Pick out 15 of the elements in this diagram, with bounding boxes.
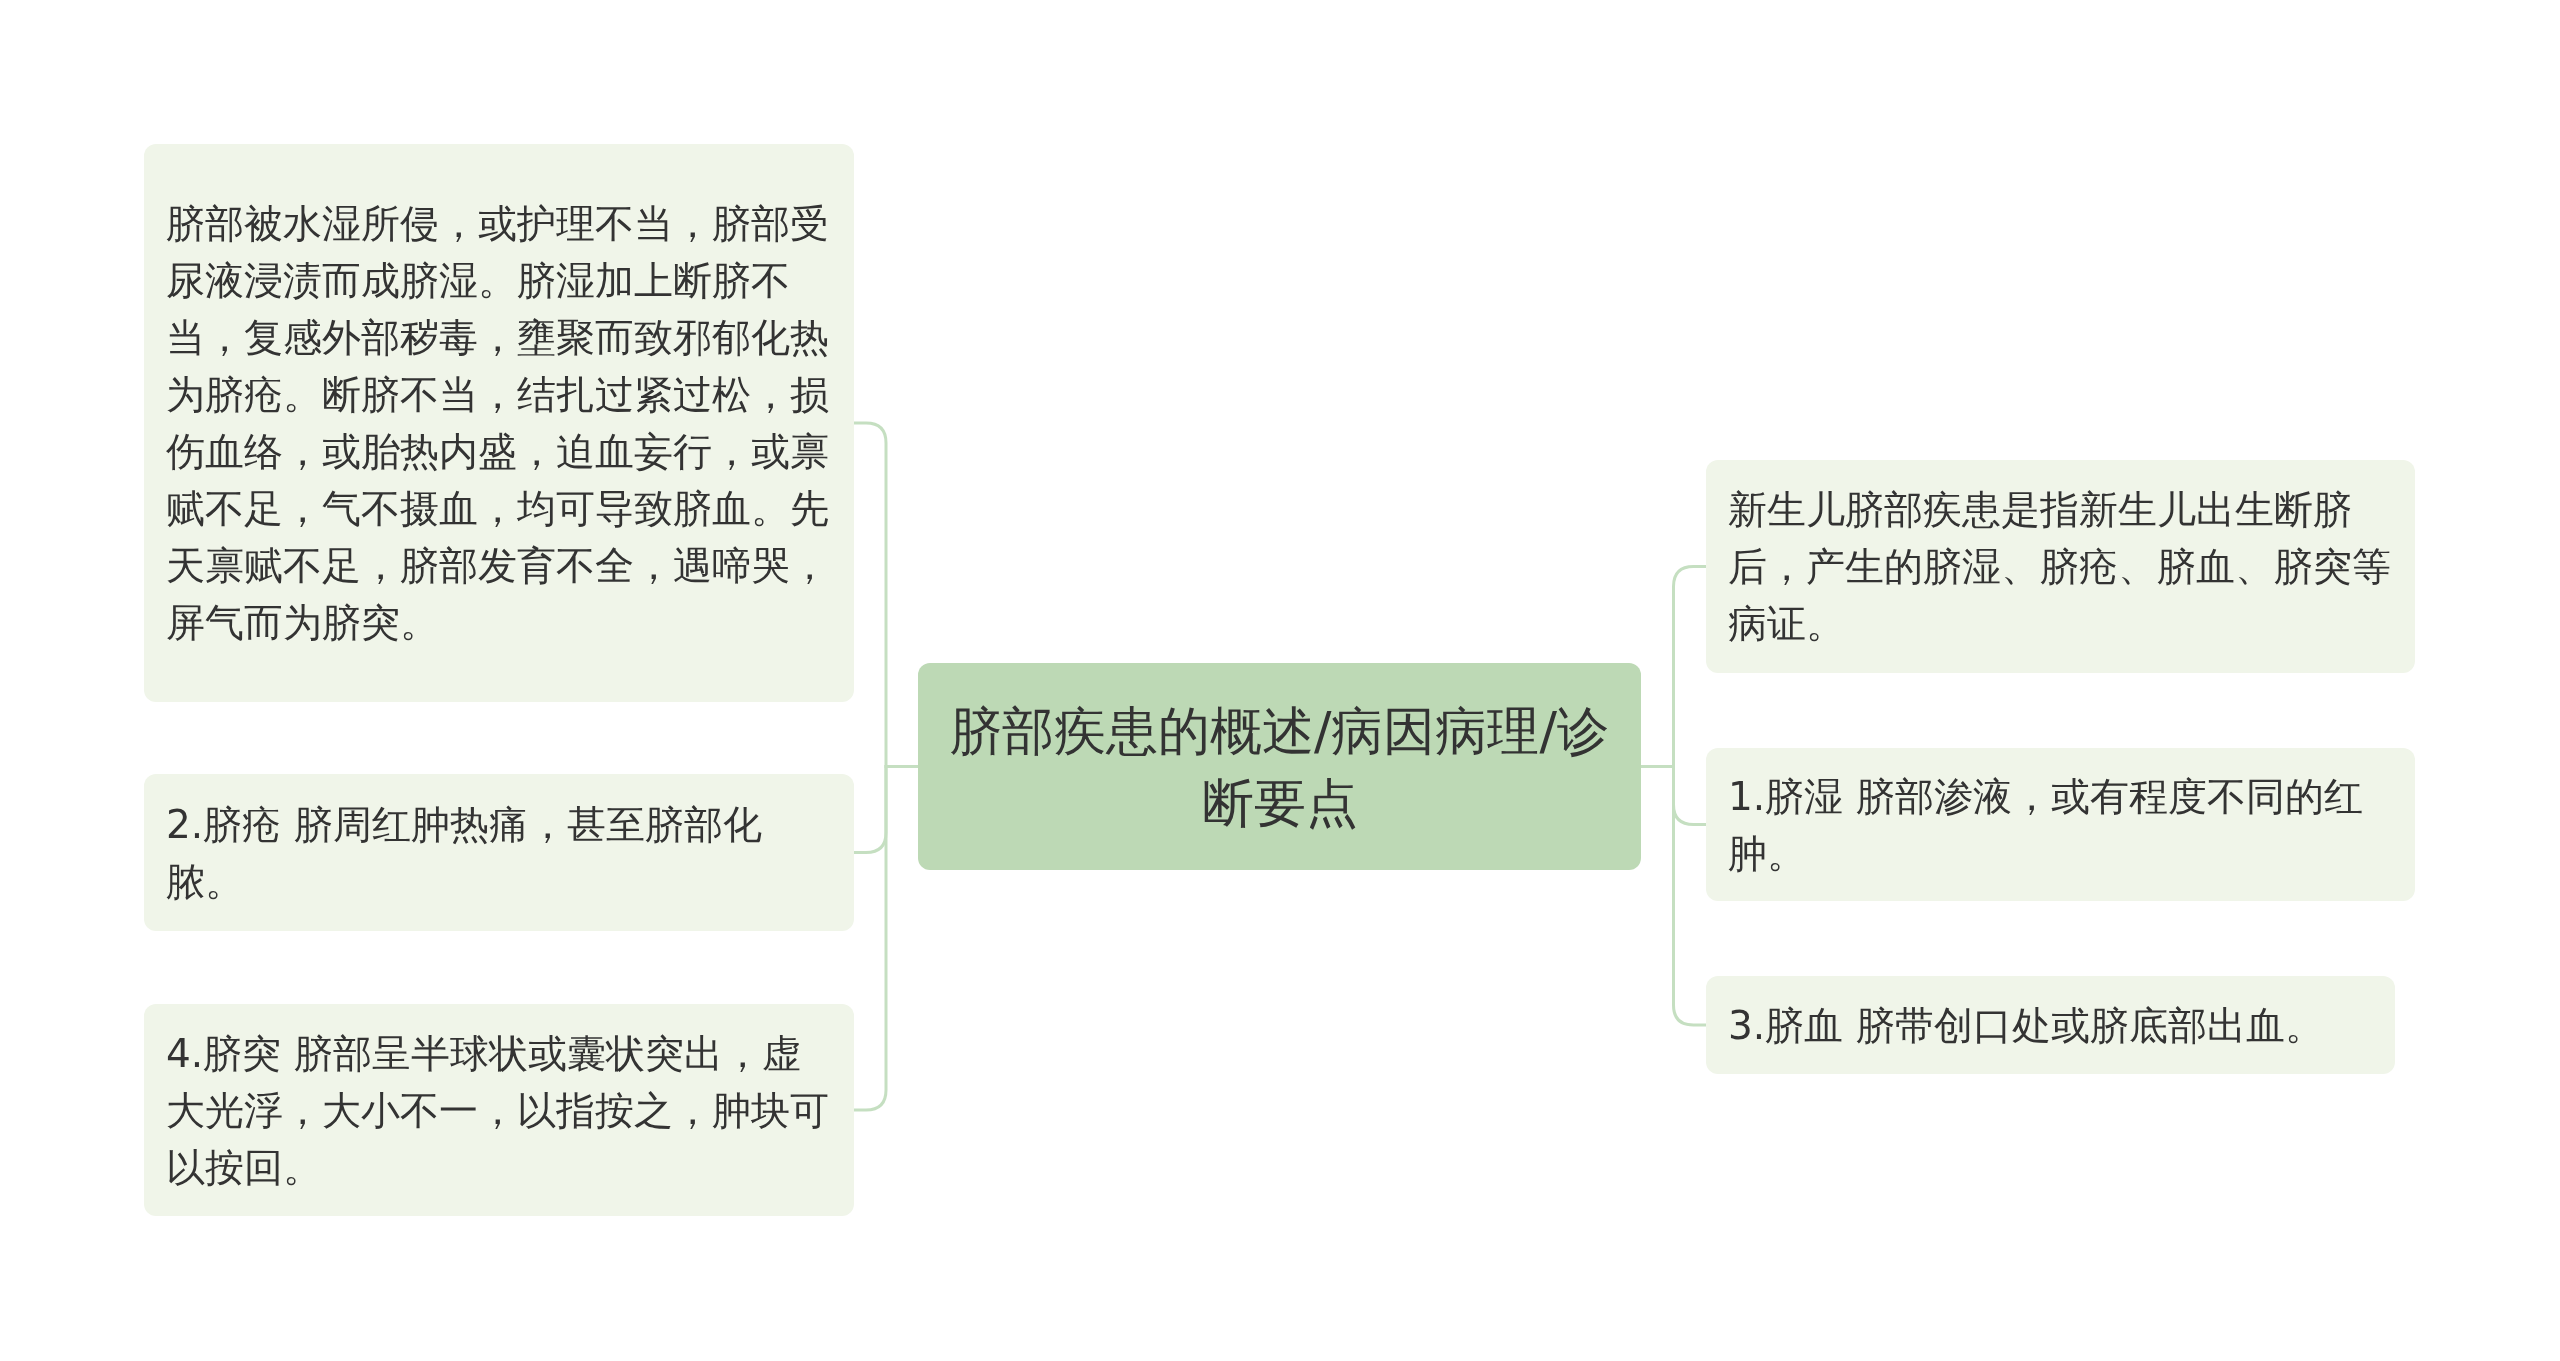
topic-box xyxy=(144,774,854,931)
topic-text: 脐部疾患的概述/病因病理/诊断要点 xyxy=(948,699,1610,835)
topic-box xyxy=(144,1004,854,1216)
topic-box xyxy=(144,144,854,702)
topic-box xyxy=(1706,748,2415,901)
topic-text: 1.脐湿 脐部渗液，或有程度不同的红肿。 xyxy=(1728,772,2364,878)
topic-box xyxy=(1706,976,2395,1074)
topic-text: 3.脐血 脐带创口处或脐底部出血。 xyxy=(1728,1001,2325,1050)
central-topic-box xyxy=(918,663,1641,870)
topic-text: 新生儿脐部疾患是指新生儿出生断脐后，产生的脐湿、脐疮、脐血、脐突等病证。 xyxy=(1728,486,2392,648)
topic-text: 脐部被水湿所侵，或护理不当，脐部受尿液浸渍而成脐湿。脐湿加上断脐不当，复感外部秽毒，壅聚而致邪郁化热为脐疮。断脐不当，结扎过紧过松，损伤血络，或胎热内盛，迫血妄行，或禀赋不足，气不摄血，均可导致脐血。先天禀赋不足，脐部发育不全，遇啼哭，屏气而为脐突。 xyxy=(166,200,830,647)
topic-text: 4.脐突 脐部呈半球状或囊状突出，虚大光浮，大小不一，以指按之，肿块可以按回。 xyxy=(166,1029,830,1192)
connector-line xyxy=(854,765,918,1112)
topic-text: 2.脐疮 脐周红肿热痛，甚至脐部化脓。 xyxy=(166,800,763,906)
topic-box xyxy=(1706,460,2415,673)
